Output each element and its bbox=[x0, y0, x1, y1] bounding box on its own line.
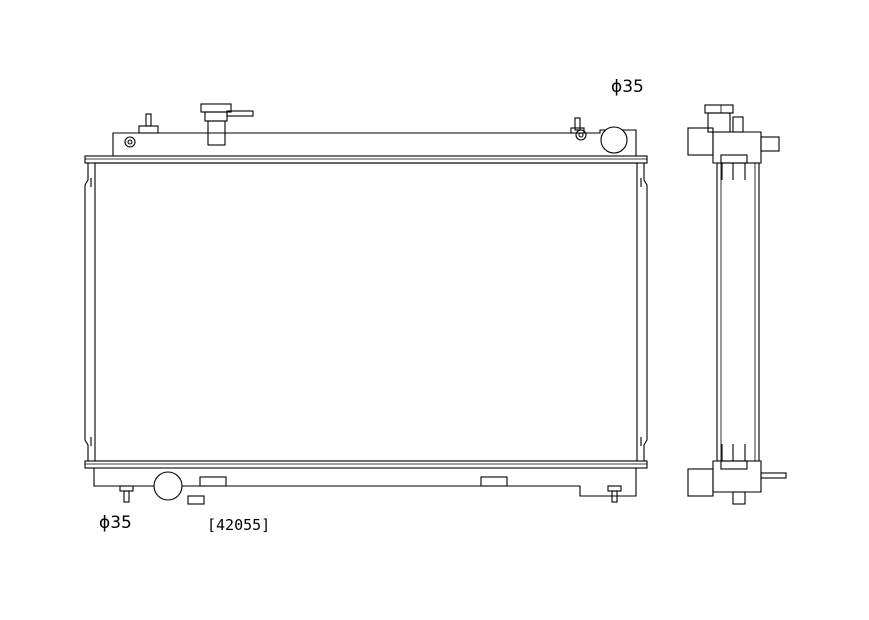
radiator-side-view bbox=[687, 104, 787, 505]
outlet-pipe bbox=[153, 471, 183, 501]
upper-tank bbox=[84, 129, 648, 164]
radiator-front-view bbox=[84, 103, 648, 505]
inlet-diameter-label: ϕ35 bbox=[611, 77, 644, 97]
radiator-core bbox=[84, 162, 648, 462]
inlet-pipe bbox=[600, 126, 628, 154]
top-mount-pin-left bbox=[124, 113, 159, 148]
lower-tank bbox=[84, 460, 648, 505]
bottom-mount-pin-right bbox=[607, 485, 622, 503]
outlet-diameter-label: ϕ35 bbox=[99, 513, 132, 533]
top-mount-pin-right bbox=[570, 117, 587, 141]
radiator-cap bbox=[200, 103, 254, 146]
bottom-mount-pin-left bbox=[119, 485, 134, 503]
part-number-label: [42055] bbox=[207, 516, 271, 534]
